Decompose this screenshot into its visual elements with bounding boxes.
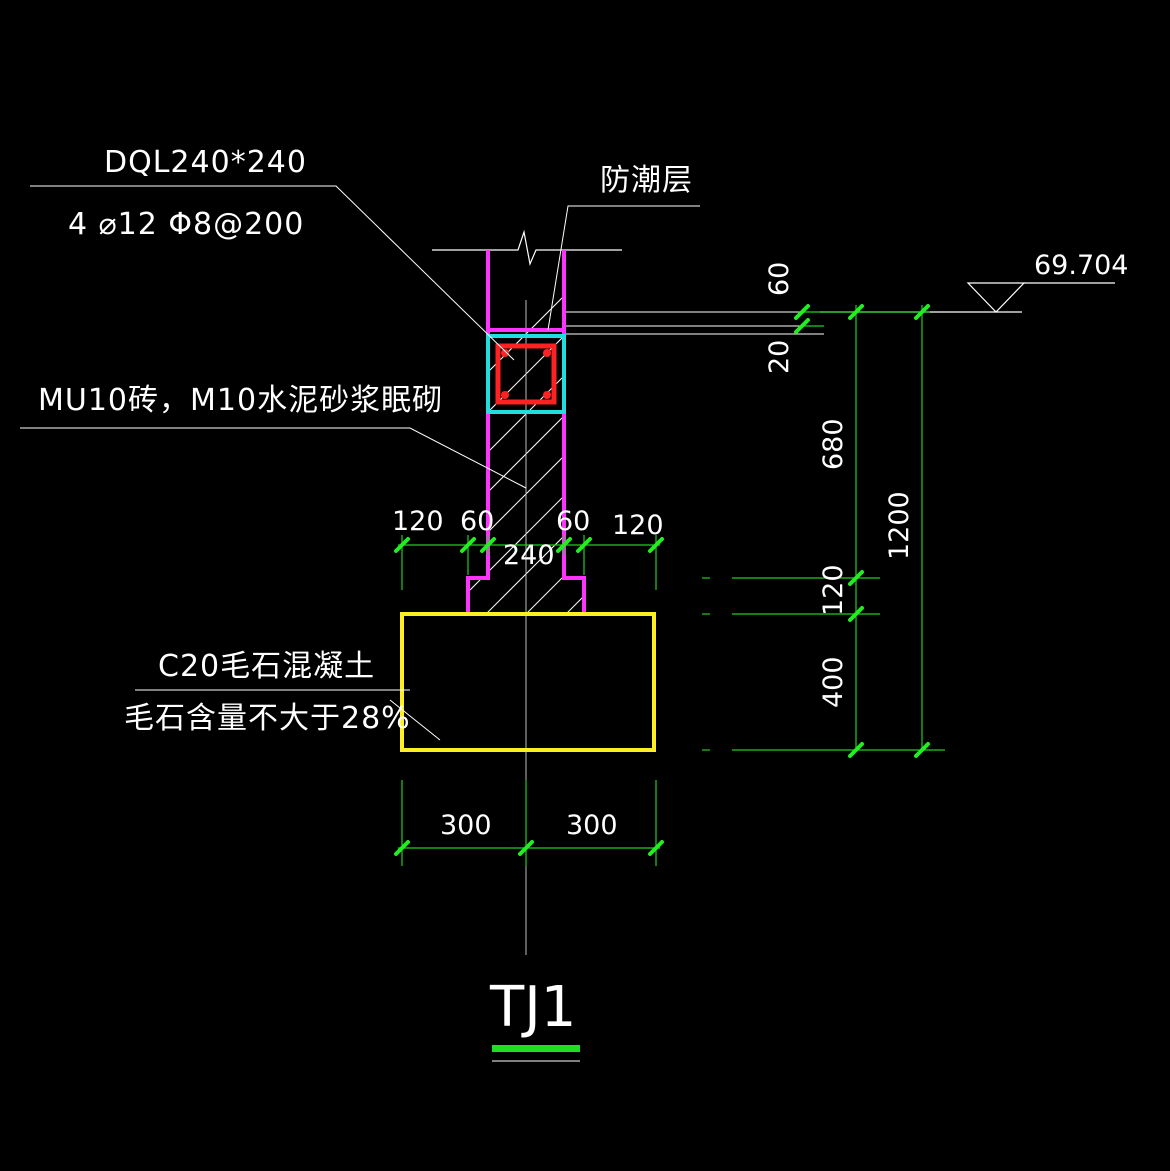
ring-beam-rebar-label: 4 ⌀12 Φ8@200 [68, 207, 304, 242]
dim-text-bottom-1: 300 [440, 810, 492, 841]
dim-text-vert-680: 680 [818, 418, 849, 470]
leader-lines [20, 185, 700, 741]
dim-text-vert-120: 120 [818, 564, 849, 616]
ring-beam-name-label: DQL240*240 [104, 145, 307, 180]
wall-hatch [468, 250, 584, 612]
dim-text-top-1: 120 [392, 506, 444, 537]
dimension-ticks [394, 304, 930, 856]
dimension-lines [398, 305, 945, 866]
elevation-symbol [820, 282, 1115, 313]
elevation-label: 69.704 [1034, 250, 1128, 281]
dim-text-top-3: 240 [503, 540, 555, 571]
title-underline [492, 1045, 580, 1052]
dim-text-top-2: 60 [460, 506, 494, 537]
detail-title: TJ1 [489, 975, 576, 1040]
ring-beam-stirrup [495, 343, 557, 405]
foundation-material-label: C20毛石混凝土 [158, 649, 375, 684]
dim-text-top-5: 120 [612, 510, 664, 541]
dim-text-bottom-2: 300 [566, 810, 618, 841]
break-line [432, 229, 622, 267]
moisture-layer-label: 防潮层 [600, 163, 693, 198]
foundation-block [400, 612, 656, 752]
stone-content-label: 毛石含量不大于28% [124, 701, 411, 736]
masonry-label: MU10砖，M10水泥砂浆眠砌 [38, 383, 443, 418]
dim-text-top-4: 60 [556, 506, 590, 537]
moisture-layer-lines [566, 311, 824, 335]
dim-text-vert-400: 400 [818, 656, 849, 708]
dim-text-vert-1200: 1200 [884, 491, 915, 560]
dim-text-vert-60: 60 [764, 262, 795, 296]
rebar-dots [501, 349, 551, 399]
wall-outline [466, 250, 586, 612]
dim-text-vert-20: 20 [764, 340, 795, 374]
ring-beam-outline [486, 334, 566, 414]
